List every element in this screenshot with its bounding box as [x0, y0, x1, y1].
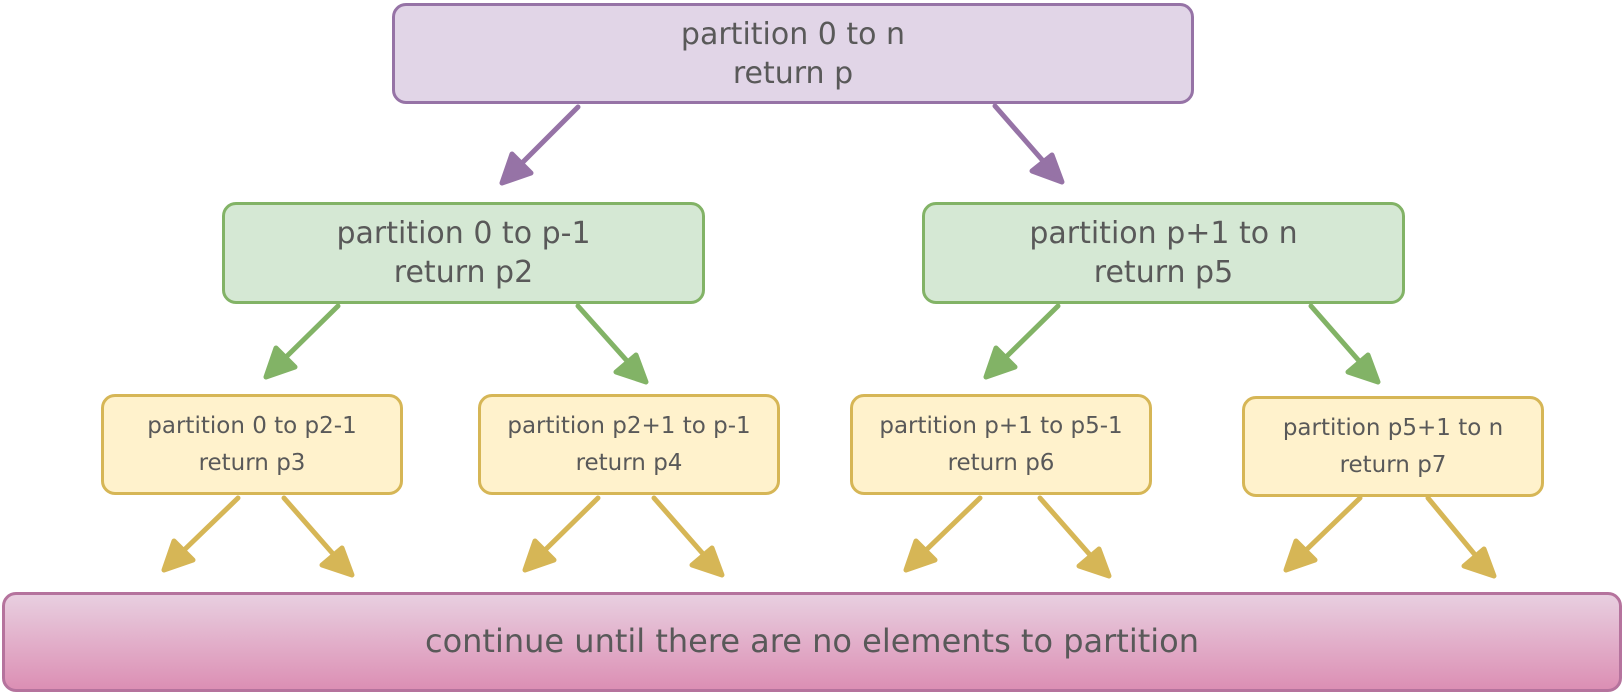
root-partition-node: partition 0 to n return p [392, 3, 1194, 104]
left-partition-range: partition 0 to p-1 [336, 216, 591, 251]
arrow-p4-left [522, 495, 601, 573]
partition-return-p4: return p4 [575, 449, 683, 476]
partition-node-p7: partition p5+1 to n return p7 [1242, 396, 1544, 497]
arrow-p7-left [1283, 495, 1363, 573]
arrow-p7-right [1425, 495, 1497, 579]
arrow-root-to-right [992, 103, 1065, 185]
arrow-p2-right [575, 303, 649, 385]
partition-return-p7: return p7 [1339, 451, 1447, 478]
arrow-p2-left [263, 303, 341, 380]
continue-partition-text: continue until there are no elements to … [424, 622, 1200, 661]
arrow-p4-right [651, 495, 725, 578]
right-partition-range: partition p+1 to n [1029, 216, 1298, 251]
partition-range-p7: partition p5+1 to n [1282, 414, 1504, 441]
arrow-p5-left [983, 303, 1061, 380]
right-partition-node: partition p+1 to n return p5 [922, 202, 1405, 304]
continue-partition-banner: continue until there are no elements to … [2, 592, 1622, 692]
partition-node-p4: partition p2+1 to p-1 return p4 [478, 394, 780, 495]
left-partition-node: partition 0 to p-1 return p2 [222, 202, 705, 304]
root-partition-return: return p [732, 55, 854, 91]
partition-node-p3: partition 0 to p2-1 return p3 [101, 394, 403, 495]
root-partition-range: partition 0 to n [680, 16, 906, 52]
left-partition-return: return p2 [393, 255, 534, 290]
partition-range-p6: partition p+1 to p5-1 [879, 412, 1123, 439]
arrow-p3-right [281, 495, 355, 578]
arrow-p6-right [1037, 495, 1112, 579]
partition-return-p6: return p6 [947, 449, 1055, 476]
arrow-p6-left [903, 495, 983, 573]
partition-range-p3: partition 0 to p2-1 [147, 412, 357, 439]
right-partition-return: return p5 [1093, 255, 1234, 290]
arrow-p5-right [1308, 303, 1381, 385]
partition-range-p4: partition p2+1 to p-1 [507, 412, 751, 439]
partition-node-p6: partition p+1 to p5-1 return p6 [850, 394, 1152, 495]
arrow-root-to-left [499, 104, 581, 186]
partition-return-p3: return p3 [198, 449, 306, 476]
arrow-p3-left [161, 495, 241, 573]
